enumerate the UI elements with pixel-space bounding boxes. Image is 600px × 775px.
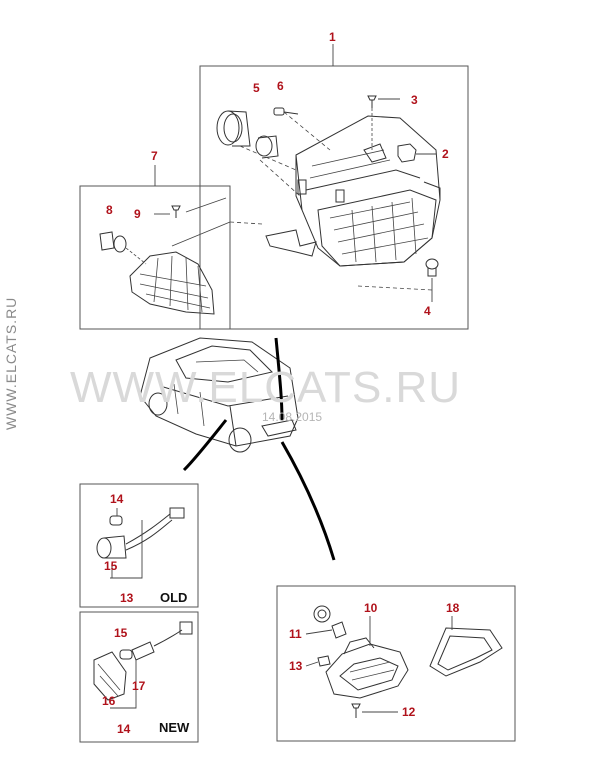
- fog-lamp-housing: [325, 637, 409, 699]
- clip-2: [397, 143, 436, 163]
- headlamp-unit: [265, 115, 441, 267]
- small-bulb: [273, 107, 299, 116]
- callout-14-new[interactable]: 14: [117, 722, 131, 736]
- callout-6[interactable]: 6: [277, 79, 284, 93]
- new-repeater-group: [79, 611, 199, 743]
- callout-8[interactable]: 8: [106, 203, 113, 217]
- corner-lamp-lens: [129, 251, 215, 315]
- callout-10[interactable]: 10: [364, 601, 378, 615]
- screw-9: [154, 205, 181, 218]
- callout-14-old[interactable]: 14: [110, 492, 124, 506]
- callout-5[interactable]: 5: [253, 81, 260, 95]
- fog-box: [276, 585, 516, 742]
- fog-bulb: [313, 605, 347, 639]
- callout-9[interactable]: 9: [134, 207, 141, 221]
- old-bulb: [109, 508, 123, 526]
- callout-17[interactable]: 17: [132, 679, 146, 693]
- callout-11[interactable]: 11: [289, 627, 302, 641]
- new-bulb-socket: [119, 621, 193, 661]
- new-label: NEW: [159, 720, 190, 735]
- fog-bezel: [429, 627, 503, 677]
- new-box: [79, 611, 199, 743]
- callout-16[interactable]: 16: [102, 694, 116, 708]
- nut-4: [425, 258, 439, 302]
- corner-bulb: [99, 231, 147, 265]
- leader-11: [305, 629, 333, 635]
- callout-15-old[interactable]: 15: [104, 559, 118, 573]
- headlamp-assembly-group: [199, 44, 469, 330]
- leader-13-fog: [305, 661, 319, 667]
- connector-line: [185, 197, 227, 213]
- callout-12[interactable]: 12: [402, 705, 416, 719]
- fog-clip: [317, 655, 331, 667]
- old-box: [79, 483, 199, 608]
- fog-lamp-group: [276, 585, 516, 742]
- fog-screw: [351, 703, 398, 718]
- callout-13-old[interactable]: 13: [120, 591, 134, 605]
- old-socket: [96, 507, 185, 559]
- car-illustration: [139, 337, 299, 453]
- corner-lamp-box: [79, 185, 231, 330]
- callout-1[interactable]: 1: [329, 30, 336, 44]
- old-repeater-group: [79, 483, 199, 608]
- callout-3[interactable]: 3: [411, 93, 418, 107]
- pointer-up: [274, 337, 284, 421]
- leader-14-new: [110, 660, 137, 709]
- corner-lamp-group: [79, 165, 231, 330]
- callout-2[interactable]: 2: [442, 147, 449, 161]
- screw-3: [367, 95, 400, 150]
- callout-18[interactable]: 18: [446, 601, 460, 615]
- headlamp-box: [199, 65, 469, 330]
- watermark-text: WWW.ELCATS.RU: [70, 363, 461, 412]
- callout-15-new[interactable]: 15: [114, 626, 128, 640]
- pointer-down: [280, 441, 336, 561]
- date-stamp: 14.08.2015: [262, 410, 322, 424]
- connector-line-2: [171, 221, 231, 247]
- callout-13-fog[interactable]: 13: [289, 659, 303, 673]
- old-label: OLD: [160, 590, 187, 605]
- pointer-left: [182, 419, 228, 472]
- new-lens: [93, 651, 127, 701]
- bulb-socket: [216, 110, 279, 159]
- leader-13-old: [110, 520, 143, 579]
- callout-4[interactable]: 4: [424, 304, 431, 318]
- side-watermark: WWW.ELCATS.RU: [3, 297, 19, 430]
- callout-7[interactable]: 7: [151, 149, 158, 163]
